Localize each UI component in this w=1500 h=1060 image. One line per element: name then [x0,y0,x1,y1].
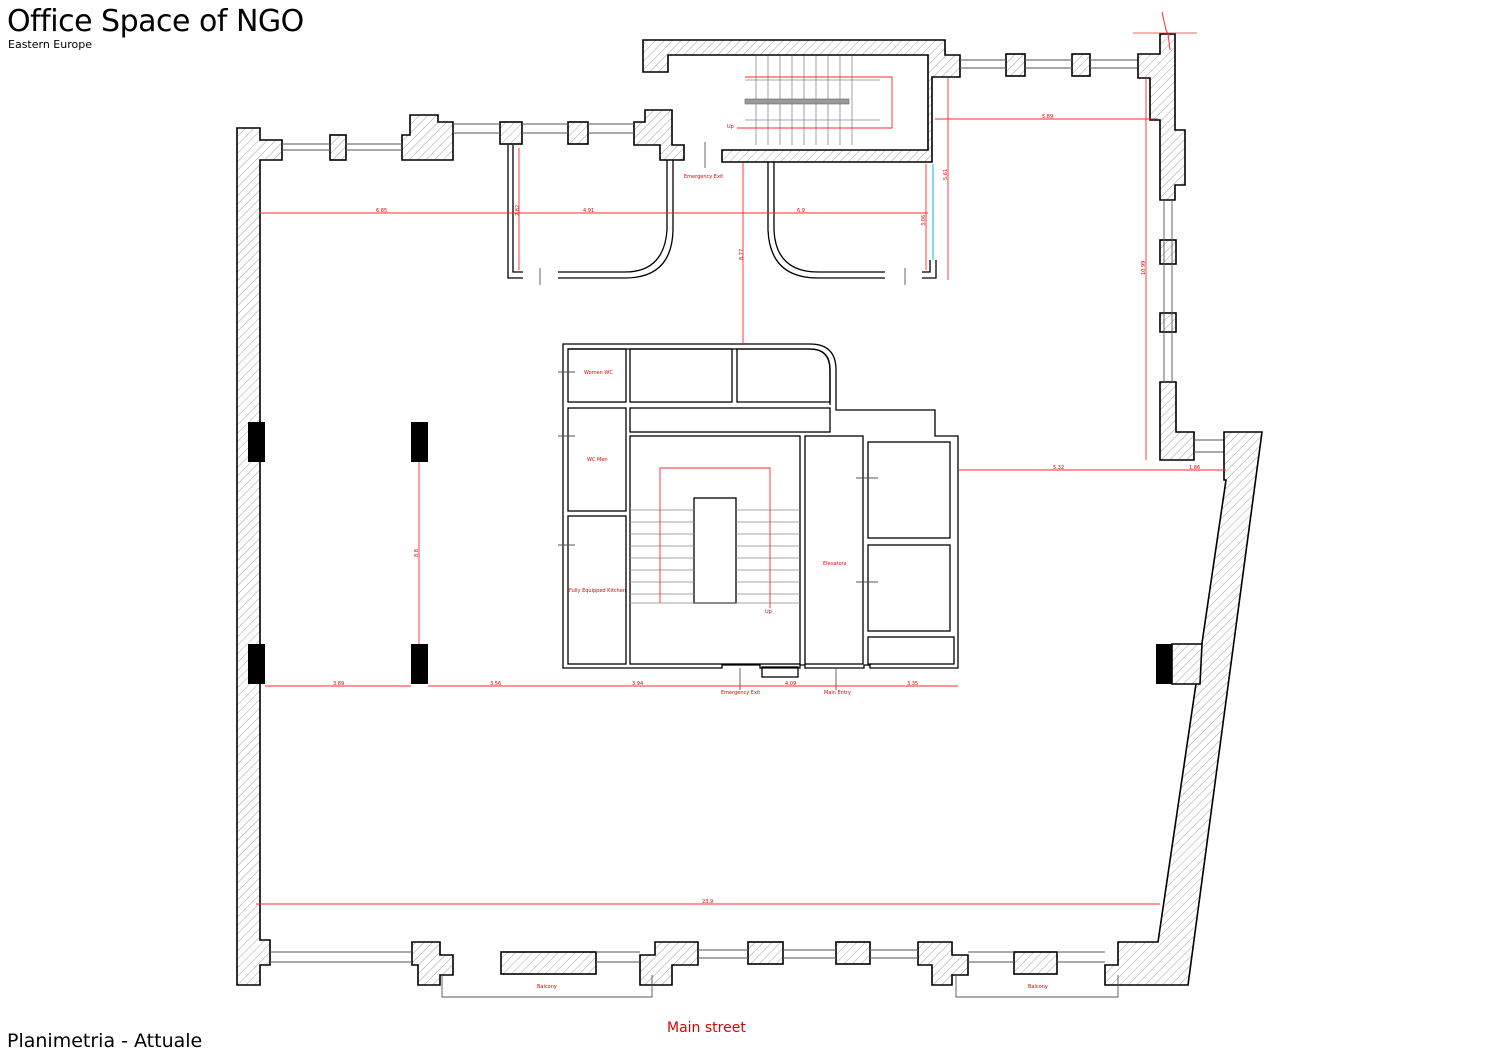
break-line [1161,11,1171,51]
dim-356: 3.56 [490,681,501,687]
pier-top-2 [401,114,454,161]
label-balcony-right: Balcony [1028,984,1048,990]
column-3 [248,644,265,684]
room-labels: Up Emergency Exit Women WC WC Men Fully … [537,124,1048,990]
stair-tower-wall [642,39,961,163]
right-upper-room-wall [767,162,885,279]
label-women-wc: Women WC [584,370,613,376]
pier-bottom-6 [917,941,969,986]
pier-bottom-3 [639,941,699,986]
column-2 [411,422,428,462]
dim-491: 4.91 [583,208,594,214]
outer-walls [236,11,1263,998]
label-elevators: Elevators [823,561,847,567]
column-5 [1156,644,1172,684]
label-up-top: Up [727,124,734,130]
pier-top-3 [499,121,523,145]
balcony-right-outline [955,975,1119,998]
dim-685: 6.85 [376,208,387,214]
pier-top-7 [1071,53,1091,77]
dim-88: 8.8 [414,549,420,557]
top-staircase [737,56,893,145]
pier-right-1 [1159,239,1177,265]
column-1 [248,422,265,462]
label-emergency-exit-top: Emergency Exit [684,174,723,180]
dim-335: 3.35 [907,681,918,687]
label-balcony-left: Balcony [537,984,557,990]
label-main-entry: Main Entry [824,690,851,696]
right-wall-diagonal [1104,431,1263,986]
label-up-core: Up [765,609,772,615]
dimension-lines [256,78,1226,905]
label-kitchen: Fully Equipped Kitchen [569,588,626,594]
dim-389: 3.89 [333,681,344,687]
pier-top-6 [1005,53,1026,77]
dim-409: 4.09 [785,681,796,687]
pier-top-4 [567,121,589,145]
left-wall [236,127,283,986]
street-label: Main street [667,1020,746,1036]
dim-239: 23.9 [702,899,713,905]
dim-306: 3.06 [921,215,927,226]
pier-bottom-7 [1013,951,1058,975]
upper-rooms [507,56,937,285]
dim-877: 8.77 [739,249,745,260]
footer-title: Planimetria - Attuale [7,1030,203,1052]
right-wall-upper [1137,33,1186,201]
pier-bottom-1 [411,941,454,986]
label-emergency-exit-bottom: Emergency Exit [721,690,760,696]
columns [248,422,1203,685]
right-wall-lower [1159,381,1195,461]
label-wc-men: WC Men [587,457,608,463]
pier-right-2 [1159,312,1177,333]
pier-top-1 [329,134,347,161]
dim-532: 5.32 [1053,465,1064,471]
pier-top-5 [633,109,685,161]
dim-589: 5.89 [1042,114,1053,120]
core-staircase [630,467,800,608]
dim-186: 1.86 [1189,465,1200,471]
dim-561: 5.61 [943,169,949,180]
balcony-left-outline [441,975,653,998]
dimension-labels: 6.85 4.91 6.9 2.82 8.77 3.06 5.61 5.89 1… [333,114,1200,905]
plan-title: Office Space of NGO [7,4,304,39]
central-core [558,343,959,690]
dim-282: 2.82 [515,205,521,216]
left-upper-room-wall [507,145,523,279]
dim-394: 3.94 [632,681,643,687]
pier-bottom-2 [500,951,597,975]
core-outer-wall [562,343,959,669]
dim-69: 6.9 [797,208,805,214]
pier-bottom-4 [747,941,784,965]
column-4 [411,644,428,684]
dim-1099: 10.99 [1141,261,1147,275]
plan-subtitle: Eastern Europe [8,38,92,51]
pier-bottom-5 [835,941,871,965]
